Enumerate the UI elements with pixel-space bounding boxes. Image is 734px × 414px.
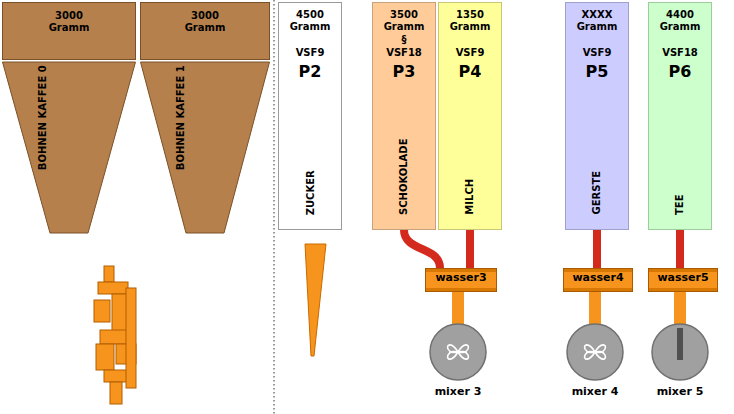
sugar-funnel	[305, 244, 326, 356]
bean-hopper: 3000 GrammBOHNEN KAFFEE 0	[2, 2, 136, 234]
water-box: wasser3	[425, 268, 497, 292]
mixer-label: mixer 5	[640, 386, 720, 399]
supply-tube	[466, 230, 474, 268]
supply-tube	[452, 292, 464, 324]
water-box: wasser5	[648, 268, 718, 292]
supply-tube	[589, 292, 601, 324]
container-id: P5	[566, 63, 628, 81]
divider-line	[273, 0, 274, 414]
mixer-symbol	[428, 322, 488, 382]
container-id: P3	[373, 63, 435, 81]
marker-symbol: §	[373, 34, 435, 46]
dosing-code: VSF9	[566, 47, 628, 59]
powder-container: XXXX GrammVSF9P5GERSTE	[565, 2, 629, 230]
powder-container: 4400 GrammVSF18P6TEE	[648, 2, 712, 230]
weight-label: 1350 Gramm	[439, 9, 501, 32]
ingredient-label: GERSTE	[591, 171, 603, 215]
ingredient-label: MILCH	[464, 179, 476, 215]
bean-hopper: 3000 GrammBOHNEN KAFFEE 1	[140, 2, 270, 234]
dosing-code: VSF9	[279, 47, 341, 59]
mixer-symbol	[650, 322, 710, 382]
brewer-unit	[94, 266, 136, 404]
hopper-shape	[2, 2, 136, 234]
hopper-label: BOHNEN KAFFEE 0	[36, 65, 48, 170]
dosing-code: VSF18	[373, 47, 435, 59]
supply-tube	[404, 230, 440, 268]
hopper-label: BOHNEN KAFFEE 1	[174, 65, 186, 170]
water-label: wasser3	[426, 272, 496, 285]
water-box: wasser4	[563, 268, 633, 292]
container-id: P4	[439, 63, 501, 81]
mixer: mixer 4	[565, 322, 625, 404]
supply-tube	[593, 230, 601, 268]
mixer-label: mixer 4	[555, 386, 635, 399]
mixer: mixer 3	[428, 322, 488, 404]
dosing-code: VSF18	[649, 47, 711, 59]
ingredient-label: TEE	[674, 195, 686, 215]
water-label: wasser4	[564, 272, 632, 285]
hopper-shape	[140, 2, 270, 234]
mixer-symbol	[565, 322, 625, 382]
weight-label: 4500 Gramm	[279, 9, 341, 32]
dosing-code: VSF9	[439, 47, 501, 59]
container-id: P6	[649, 63, 711, 81]
supply-tube	[676, 230, 684, 268]
powder-container: 4500 GrammVSF9P2ZUCKER	[278, 2, 342, 230]
weight-label: 3500 Gramm	[373, 9, 435, 32]
mixer-label: mixer 3	[418, 386, 498, 399]
mixer: mixer 5	[650, 322, 710, 404]
water-label: wasser5	[649, 272, 717, 285]
powder-container: 1350 GrammVSF9P4MILCH	[438, 2, 502, 230]
weight-label: 3000 Gramm	[2, 10, 136, 33]
weight-label: 3000 Gramm	[140, 10, 270, 33]
powder-container: 3500 Gramm §VSF18P3SCHOKOLADE	[372, 2, 436, 230]
weight-label: XXXX Gramm	[566, 9, 628, 32]
weight-label: 4400 Gramm	[649, 9, 711, 32]
supply-tube	[674, 292, 686, 324]
ingredient-label: SCHOKOLADE	[398, 139, 410, 215]
ingredient-label: ZUCKER	[304, 170, 316, 215]
container-id: P2	[279, 63, 341, 81]
